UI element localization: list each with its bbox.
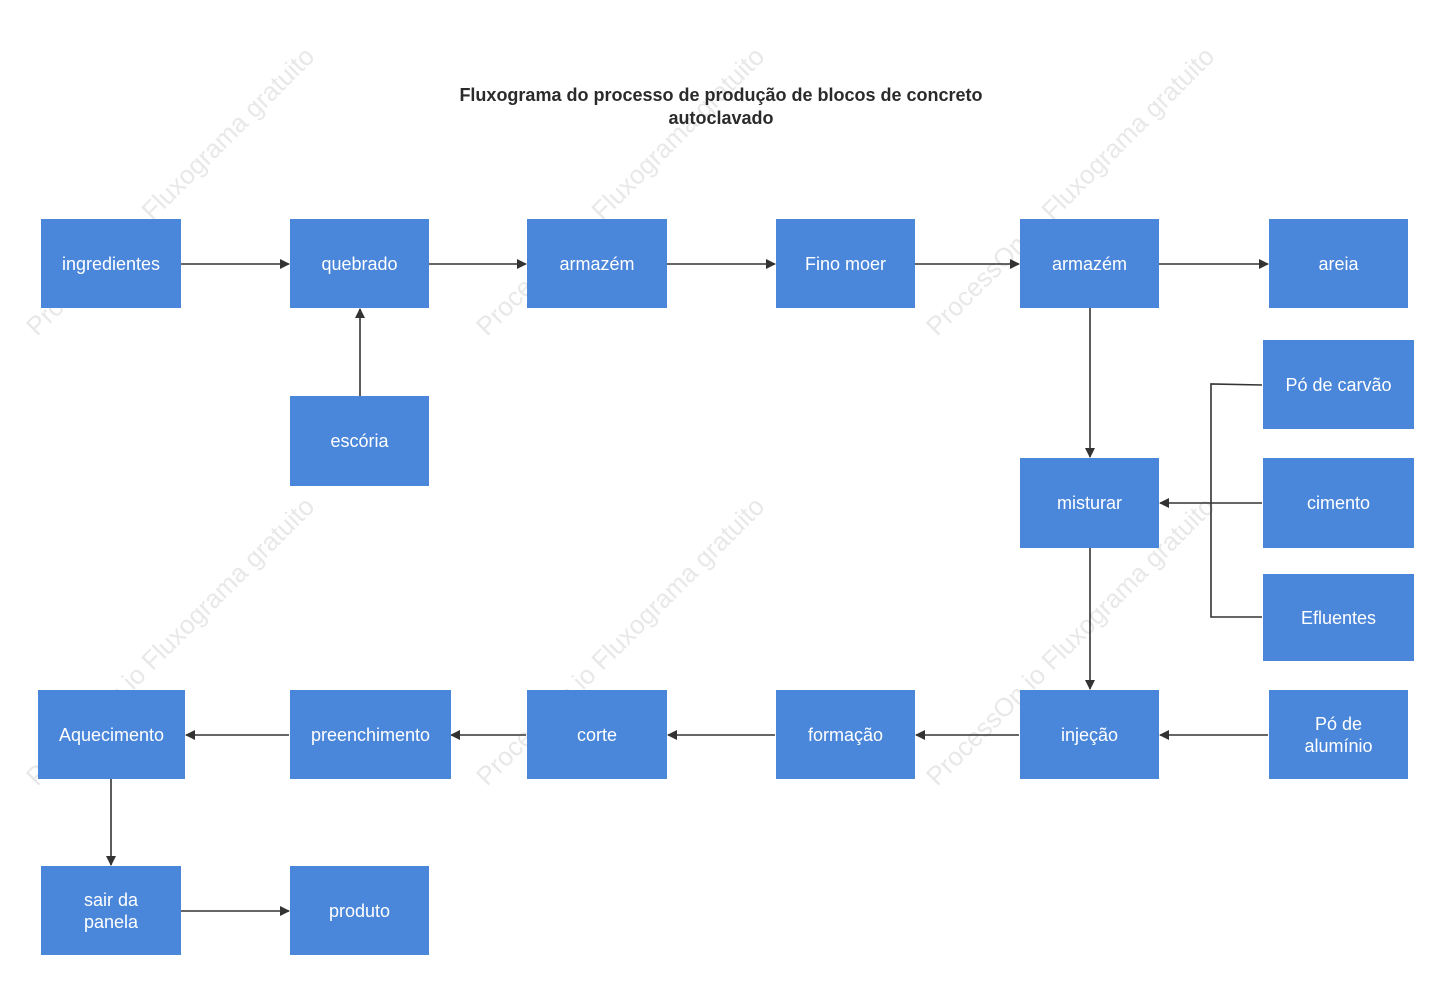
node-label: ingredientes bbox=[61, 253, 161, 274]
node-ingredientes[interactable]: ingredientes bbox=[41, 219, 181, 308]
node-corte[interactable]: corte bbox=[527, 690, 667, 779]
node-po-de-carvao[interactable]: Pó de carvão bbox=[1263, 340, 1414, 429]
node-label: injeção bbox=[1060, 724, 1119, 745]
node-armazem-1[interactable]: armazém bbox=[527, 219, 667, 308]
node-areia[interactable]: areia bbox=[1269, 219, 1408, 308]
node-escoria[interactable]: escória bbox=[290, 396, 429, 486]
node-label: Aquecimento bbox=[58, 724, 165, 745]
node-label: armazém bbox=[1051, 253, 1127, 274]
node-cimento[interactable]: cimento bbox=[1263, 458, 1414, 548]
diagram-title: Fluxograma do processo de produção de bl… bbox=[459, 85, 983, 128]
node-po-de-aluminio[interactable]: Pó de alumínio bbox=[1269, 690, 1408, 779]
node-armazem-2[interactable]: armazém bbox=[1020, 219, 1159, 308]
node-label: Pó de carvão bbox=[1285, 374, 1392, 395]
node-label: Efluentes bbox=[1300, 607, 1377, 628]
node-injecao[interactable]: injeção bbox=[1020, 690, 1159, 779]
node-label: corte bbox=[576, 724, 618, 745]
node-label: Fino moer bbox=[804, 253, 887, 274]
edge-efluentes-misturar bbox=[1210, 503, 1262, 618]
node-sair-da-panela[interactable]: sair da panela bbox=[41, 866, 181, 955]
node-efluentes[interactable]: Efluentes bbox=[1263, 574, 1414, 661]
node-fino-moer[interactable]: Fino moer bbox=[776, 219, 915, 308]
node-label: escória bbox=[330, 431, 389, 451]
node-label: armazém bbox=[559, 253, 635, 274]
node-quebrado[interactable]: quebrado bbox=[290, 219, 429, 308]
node-label: cimento bbox=[1306, 493, 1371, 513]
node-formacao[interactable]: formação bbox=[776, 690, 915, 779]
node-label: misturar bbox=[1056, 493, 1122, 513]
edge-po-carvao-misturar bbox=[1210, 383, 1263, 503]
node-aquecimento[interactable]: Aquecimento bbox=[38, 690, 185, 779]
node-label: preenchimento bbox=[310, 724, 431, 745]
node-produto[interactable]: produto bbox=[290, 866, 429, 955]
node-label: quebrado bbox=[321, 253, 398, 274]
node-label: formação bbox=[807, 724, 884, 745]
node-label: Pó de alumínio bbox=[1304, 713, 1373, 756]
node-preenchimento[interactable]: preenchimento bbox=[290, 690, 451, 779]
node-label: sair da panela bbox=[83, 889, 139, 932]
node-misturar[interactable]: misturar bbox=[1020, 458, 1159, 548]
node-label: areia bbox=[1318, 253, 1359, 274]
node-label: produto bbox=[328, 900, 391, 921]
